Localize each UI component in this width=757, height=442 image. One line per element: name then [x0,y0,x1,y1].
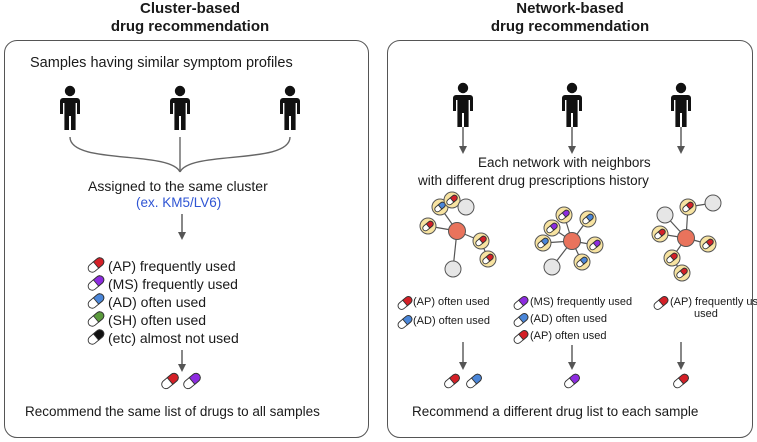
capsule-icon [653,296,669,310]
center-node [563,232,581,250]
drug-list-item: (SH) often used [108,312,207,328]
capsule-icon [682,201,694,213]
network-drug-text: (AP) often used [530,330,607,342]
person-icon [60,85,80,130]
capsule-icon [444,373,460,389]
drug-list-item: (MS) frequently used [108,276,238,292]
person-icon [170,85,190,130]
neighbor-node [457,198,475,216]
drug-list-item: (AD) often used [108,294,207,310]
left-footer: Recommend the same list of drugs to all … [25,404,320,419]
assigned-label: Assigned to the same cluster [88,178,268,194]
capsule-icon [475,235,487,247]
capsule-icon [446,194,458,206]
network-graph [534,206,604,276]
neighbor-node [444,260,462,278]
capsule-icon [589,239,601,251]
capsule-icon [654,228,666,240]
capsule-icon [87,329,105,345]
capsule-icon [482,253,494,265]
neighbor-node [704,194,722,212]
right-footer: Recommend a different drug list to each … [412,404,699,419]
capsule-icon [87,257,105,273]
person-icon [671,82,691,127]
capsule-icon [702,238,714,250]
person-icon [562,82,582,127]
person-icon [280,85,300,130]
center-node [448,222,466,240]
capsule-icon [87,293,105,309]
network-drug-text: (AD) often used [413,315,491,327]
neighbor-node [543,258,561,276]
capsule-icon [582,213,594,225]
capsule-icon [564,373,580,389]
left-title: Cluster-based drug recommendation [40,0,340,36]
merge-lines [69,136,291,173]
cluster-example: (ex. KM5/LV6) [136,195,222,210]
capsule-icon [87,275,105,291]
network-drug-text: (AP) frequently used [670,296,757,308]
right-title: Network-based drug recommendation [420,0,720,36]
capsule-icon [513,296,529,310]
capsule-icon [546,222,558,234]
right-title-line1: Network-based [516,0,624,17]
capsule-icon [666,252,678,264]
capsule-icon [513,330,529,344]
capsule-icon [422,220,434,232]
capsules [87,257,689,390]
capsule-icon [397,296,413,310]
network-drug-text: (MS) frequently used [530,296,633,308]
capsule-icon [576,256,588,268]
drug-list-item: (AP) frequently used [108,258,236,274]
network-graph [651,194,722,282]
network-drug-text: (AP) often used [413,296,490,308]
capsule-icon [87,311,105,327]
center-node [677,229,695,247]
left-title-line2: drug recommendation [110,18,270,35]
network-drug-text-continued: used [694,308,718,320]
capsule-icon [673,373,689,389]
capsule-icon [183,372,201,390]
neighbor-node [656,206,674,224]
capsule-icon [161,372,179,390]
capsule-icon [676,267,688,279]
drug-list-item: (etc) almost not used [108,330,239,346]
capsule-icon [558,209,570,221]
network-label-line2: with different drug prescriptions histor… [418,173,649,188]
network-graphs [419,191,722,282]
capsule-icon [537,237,549,249]
left-title-line1: Cluster-based [139,0,241,17]
right-title-line2: drug recommendation [490,18,650,35]
samples-label: Samples having similar symptom profiles [30,55,293,71]
person-icon [453,82,473,127]
capsule-icon [513,313,529,327]
network-label-line1: Each network with neighbors [478,155,651,170]
capsule-icon [397,315,413,329]
network-graph [419,191,497,278]
network-drug-text: (AD) often used [530,313,608,325]
capsule-icon [466,373,482,389]
